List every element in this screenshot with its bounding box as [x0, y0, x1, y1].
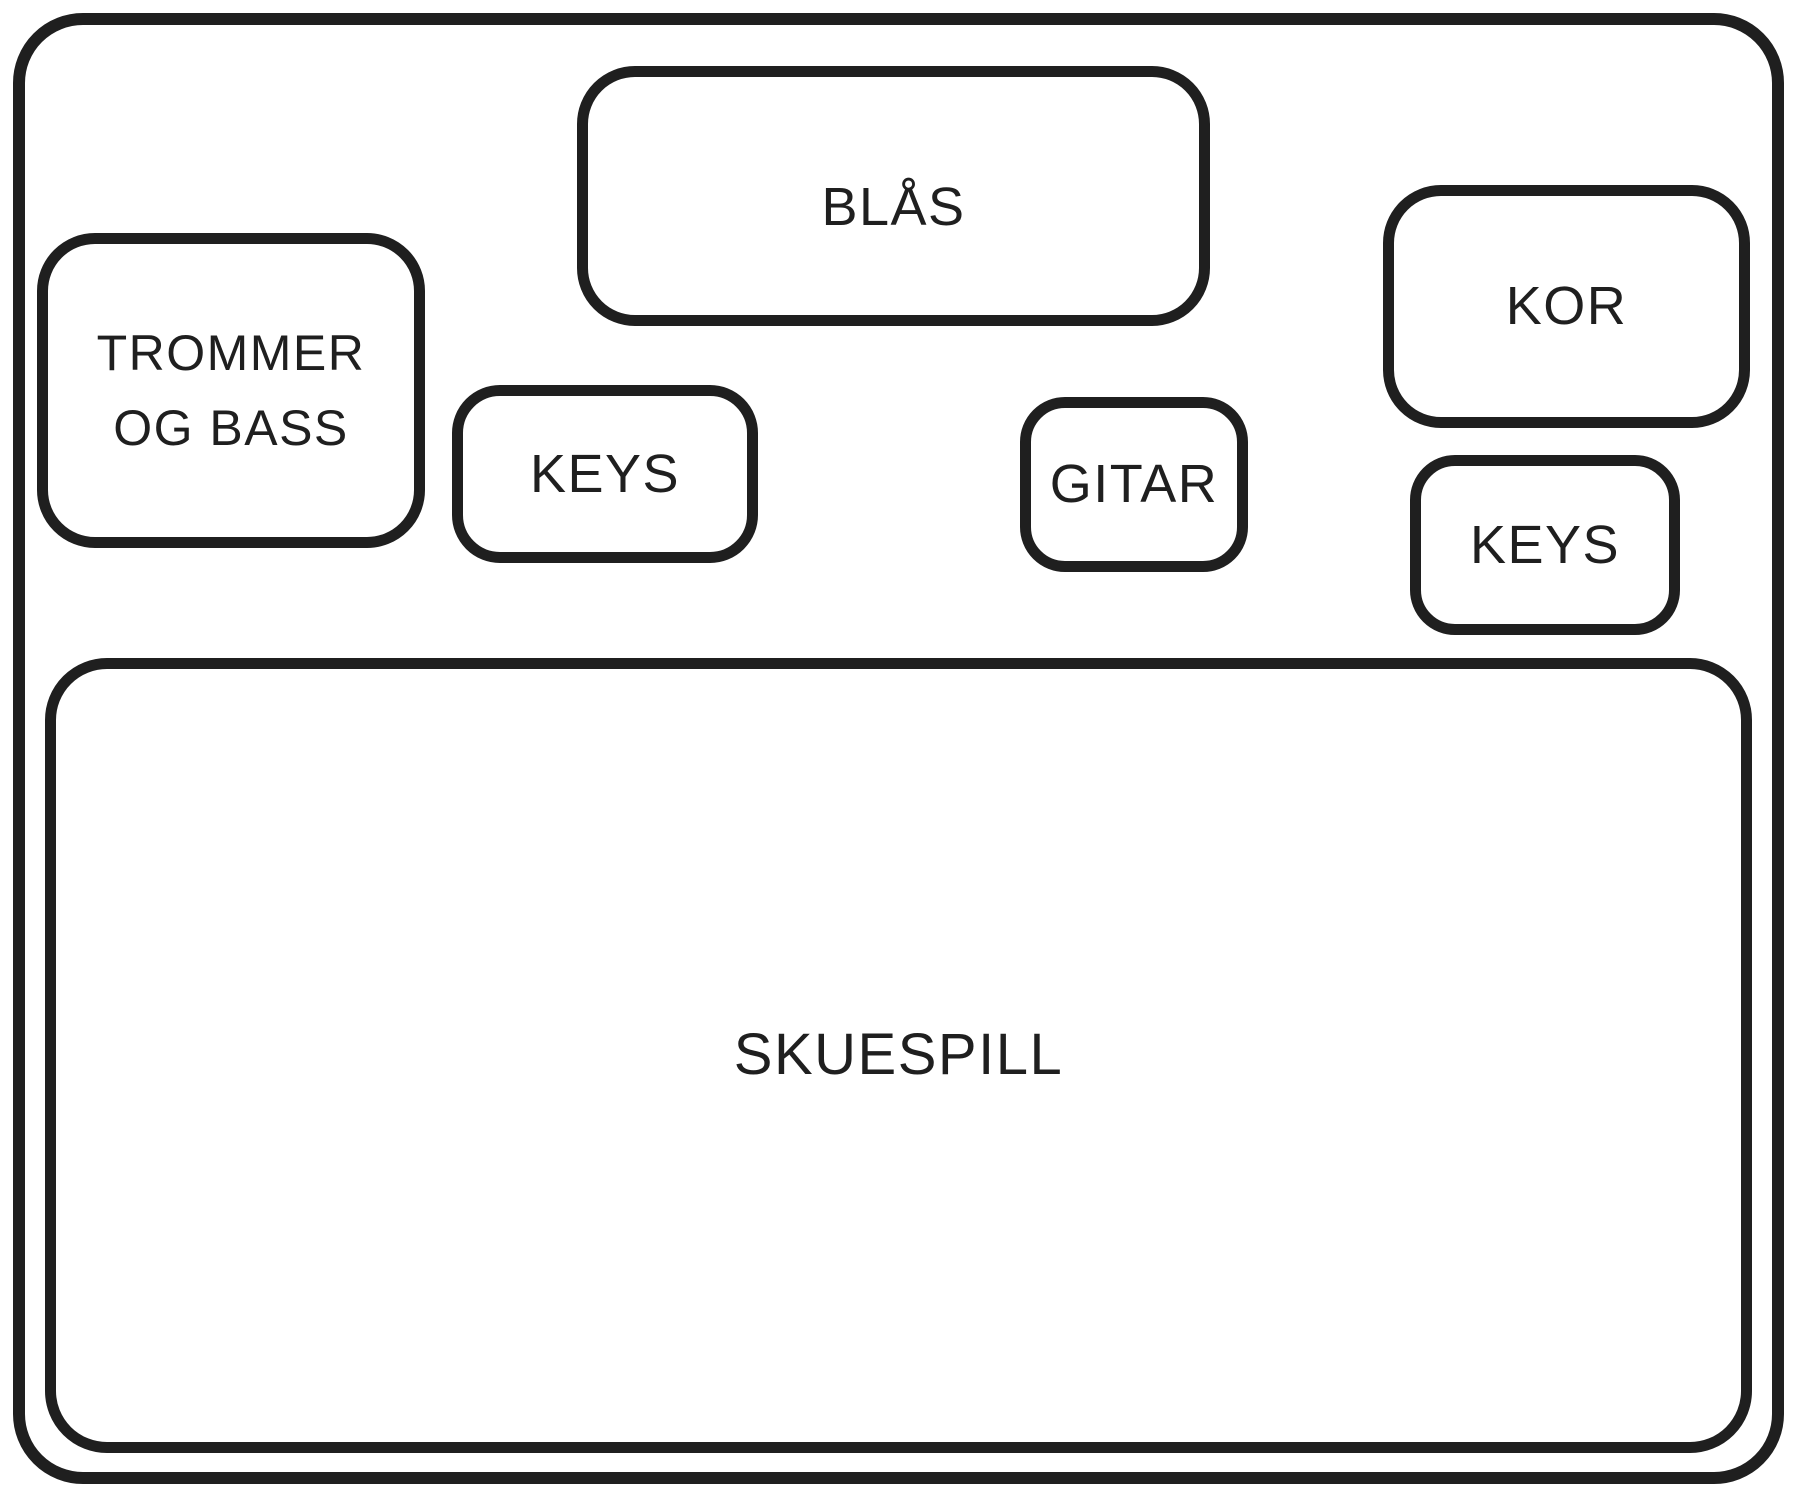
zone-blas: BLÅS: [577, 66, 1210, 326]
zone-keys-right: KEYS: [1410, 455, 1680, 635]
zone-kor: KOR: [1383, 185, 1750, 428]
zone-gitar: GITAR: [1020, 397, 1248, 572]
zone-trommer-og-bass-label-line1: TROMMER: [96, 324, 366, 381]
zone-skuespill-label: SKUESPILL: [733, 1022, 1064, 1088]
zone-skuespill: SKUESPILL: [45, 658, 1752, 1453]
zone-trommer-og-bass-label-line2: OG BASS: [113, 399, 349, 456]
zone-keys-left: KEYS: [452, 385, 758, 563]
zone-keys-right-label: KEYS: [1469, 514, 1621, 575]
zone-kor-label: KOR: [1505, 276, 1628, 337]
stage-outline: [13, 13, 1784, 1484]
zone-blas-label: BLÅS: [821, 176, 966, 237]
zone-trommer-og-bass: TROMMER OG BASS: [37, 233, 425, 548]
zone-gitar-label: GITAR: [1049, 454, 1219, 515]
zone-keys-left-label: KEYS: [529, 443, 681, 504]
